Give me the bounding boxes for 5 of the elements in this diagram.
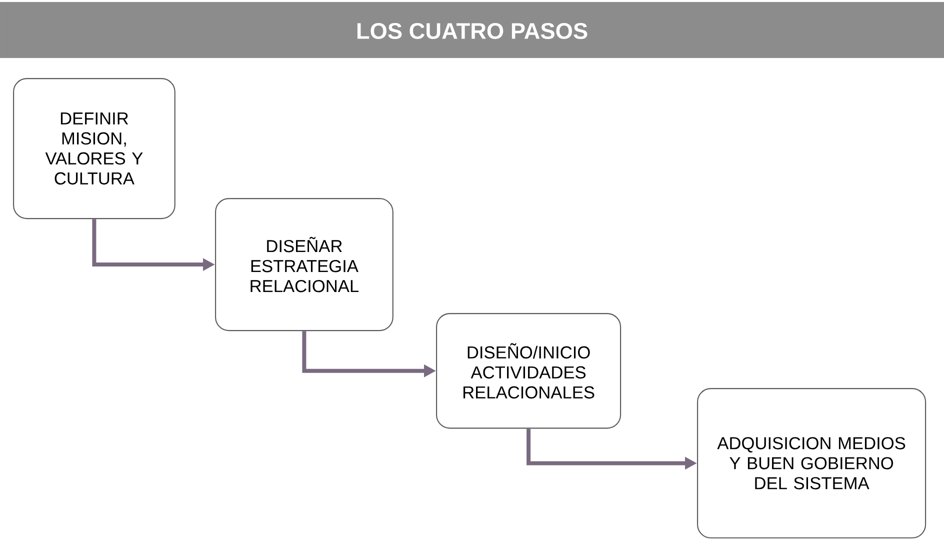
step-box: DISEÑO/INICIO ACTIVIDADES RELACIONALES	[436, 313, 622, 429]
step-box: ADQUISICION MEDIOS Y BUEN GOBIERNO DEL SISTEMA	[697, 388, 926, 538]
step-box: DEFINIR MISION, VALORES Y CULTURA	[13, 78, 176, 220]
step-box: DISEÑAR ESTRATEGIA RELACIONAL	[215, 198, 394, 332]
title-band: LOS CUATRO PASOS	[0, 2, 944, 58]
